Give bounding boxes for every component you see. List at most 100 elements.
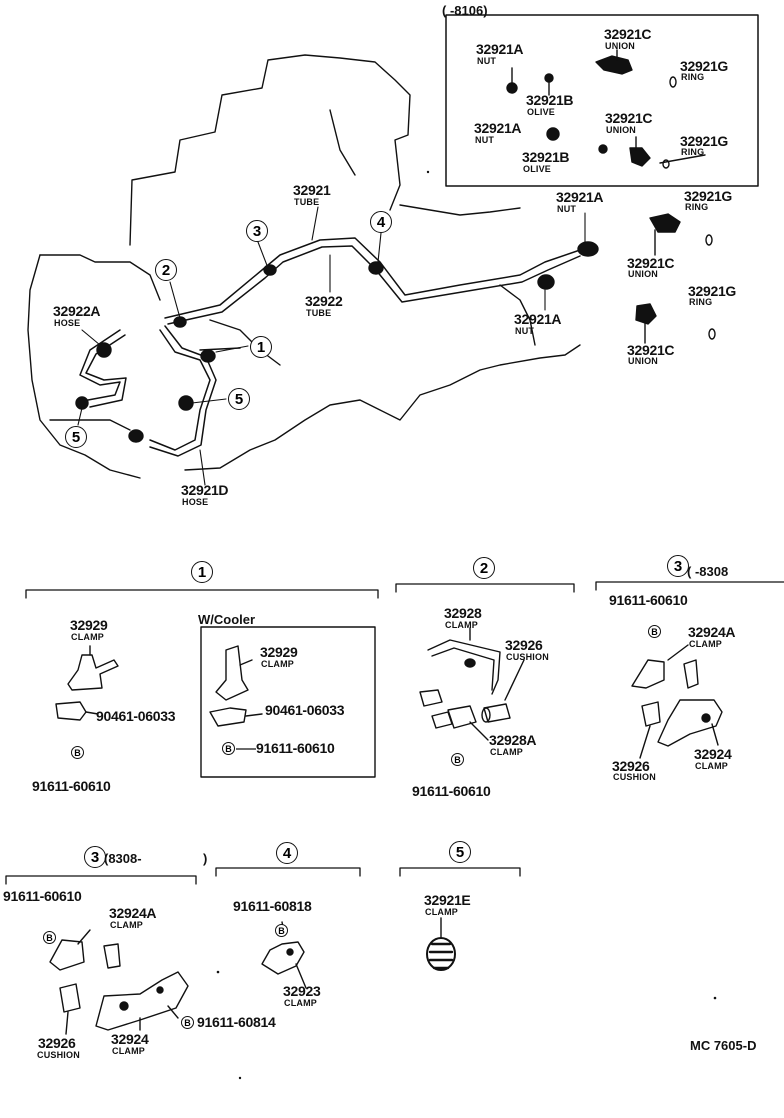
tube-32921-sub: TUBE [294, 197, 320, 207]
wc-90461-label: 90461-06033 [265, 702, 345, 718]
hose-32922a-sub: HOSE [54, 318, 81, 328]
inset-period: ( -8106) [442, 3, 488, 18]
inset-32921c-label-2: 32921C [605, 110, 653, 126]
g3b-bolt-91611-60814-label: 91611-60814 [197, 1014, 276, 1030]
g3a-clamp-32924-label: 32924 [694, 746, 732, 762]
inset-nut-sub: NUT [477, 56, 497, 66]
g2-clamp-a-sub: CLAMP [490, 747, 523, 757]
callout-3: 3 [246, 220, 268, 242]
inset-olive-sub: OLIVE [527, 107, 556, 117]
g3b-bolt-91611-label: 91611-60610 [3, 888, 82, 904]
group-5-number: 5 [449, 841, 471, 863]
g3a-bolt-icon: B [648, 625, 661, 638]
wc-clamp-sub: CLAMP [261, 659, 294, 669]
g3a-cushion-32926-label: 32926 [612, 758, 650, 774]
g2-clamp-32928a-label: 32928A [489, 732, 537, 748]
brake-tube-lines [79, 237, 581, 457]
inset-box [445, 14, 759, 187]
inset-ring-sub: RING [681, 72, 705, 82]
inset-parts [506, 49, 706, 169]
nut-32921a-sub-2: NUT [515, 326, 535, 336]
wc-bolt-icon: B [222, 742, 235, 755]
group-1-number: 1 [191, 561, 213, 583]
g5-clamp-32921e-label: 32921E [424, 892, 471, 908]
main-leaders [77, 206, 586, 486]
callout-4: 4 [370, 211, 392, 233]
inset-32921b-label: 32921B [526, 92, 574, 108]
group-3b-number: 3 [84, 846, 106, 868]
ring-32921g-label-2: 32921G [688, 283, 737, 299]
g1-clamp-sub: CLAMP [71, 632, 104, 642]
g4-clamp-32923-label: 32923 [283, 983, 321, 999]
g3a-clamp-sub: CLAMP [695, 761, 728, 771]
g1-bolt-icon: B [71, 746, 84, 759]
hose-32922a-label: 32922A [53, 303, 101, 319]
nut-32921a-label-2: 32921A [514, 311, 562, 327]
wcooler-label: W/Cooler [198, 612, 256, 627]
group1-parts [55, 645, 263, 727]
engine-outline [27, 54, 581, 479]
g3b-clamp-32924-label: 32924 [111, 1031, 149, 1047]
wc-bolt-leader [236, 748, 256, 750]
g3b-clamp-a-sub: CLAMP [110, 920, 143, 930]
g3a-cushion-sub: CUSHION [613, 772, 656, 782]
group3a-parts [631, 644, 723, 759]
right-fittings [635, 213, 716, 344]
tube-32922-sub: TUBE [306, 308, 332, 318]
ring-32921g-label: 32921G [684, 188, 733, 204]
callout-1: 1 [250, 336, 272, 358]
inset-union-sub-2: UNION [606, 125, 636, 135]
g4-bolt-91611-60818-label: 91611-60818 [233, 898, 312, 914]
g2-bolt-icon: B [451, 753, 464, 766]
group-2-number: 2 [473, 557, 495, 579]
group-4-number: 4 [276, 842, 298, 864]
g2-clamp-sub: CLAMP [445, 620, 478, 630]
union-32921c-label-2: 32921C [627, 342, 675, 358]
g3b-clamp-sub: CLAMP [112, 1046, 145, 1056]
g5-clamp-sub: CLAMP [425, 907, 458, 917]
inset-union-sub: UNION [605, 41, 635, 51]
ring-32921g-sub: RING [685, 202, 709, 212]
wcooler-box [200, 626, 376, 778]
ring-32921g-sub-2: RING [689, 297, 713, 307]
nut-32921a-label: 32921A [556, 189, 604, 205]
callout-5-left: 5 [65, 426, 87, 448]
group5-parts [426, 917, 456, 971]
group-3b-close: ) [203, 851, 208, 866]
g4-bolt-icon: B [275, 924, 288, 937]
callout-5: 5 [228, 388, 250, 410]
group4-parts [261, 921, 307, 989]
g1-bolt-91611-label: 91611-60610 [32, 778, 111, 794]
inset-32921b-label-2: 32921B [522, 149, 570, 165]
inset-olive-sub-2: OLIVE [523, 164, 552, 174]
group-3b-period: (8308- [104, 851, 142, 866]
callout-2: 2 [155, 259, 177, 281]
group-3a-number: 3 [667, 555, 689, 577]
wc-bolt-91611-label: 91611-60610 [256, 740, 335, 756]
g2-cushion-32926-label: 32926 [505, 637, 543, 653]
diagram-code: MC 7605-D [690, 1038, 757, 1053]
g1-clamp-32929-label: 32929 [70, 617, 108, 633]
inset-nut-sub-2: NUT [475, 135, 495, 145]
main-fittings [75, 241, 599, 443]
tube-32922-label: 32922 [305, 293, 343, 309]
g3a-clamp-a-sub: CLAMP [689, 639, 722, 649]
inset-32921g-label-2: 32921G [680, 133, 729, 149]
group-brackets [5, 581, 784, 885]
nut-32921a-sub: NUT [557, 204, 577, 214]
tube-32921-label: 32921 [293, 182, 331, 198]
g4-clamp-sub: CLAMP [284, 998, 317, 1008]
inset-32921g-label: 32921G [680, 58, 729, 74]
union-32921c-sub-2: UNION [628, 356, 658, 366]
group-3a-period: ( -8308 [687, 564, 729, 579]
inset-32921a-nut-label: 32921A [476, 41, 524, 57]
g1-90461-label: 90461-06033 [96, 708, 176, 724]
inset-ring-sub-2: RING [681, 147, 705, 157]
union-32921c-sub: UNION [628, 269, 658, 279]
g3b-bolt-icon-2: B [181, 1016, 194, 1029]
hose-32921d-sub: HOSE [182, 497, 209, 507]
misc-specks [216, 170, 717, 1080]
union-32921c-label: 32921C [627, 255, 675, 271]
